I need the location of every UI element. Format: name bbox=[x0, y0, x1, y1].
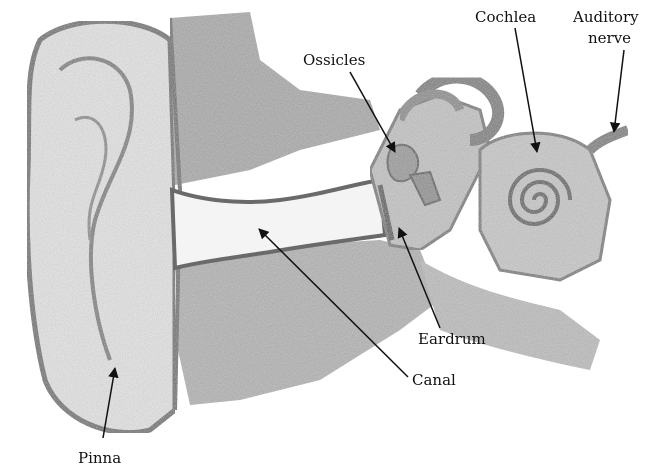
middle-ear bbox=[370, 95, 490, 250]
pinna-shape bbox=[27, 21, 175, 432]
label-cochlea: Cochlea bbox=[475, 8, 536, 26]
label-auditory-nerve-2: nerve bbox=[588, 29, 631, 47]
label-ossicles: Ossicles bbox=[303, 51, 365, 69]
label-auditory-nerve-1: Auditory bbox=[572, 8, 639, 26]
label-pinna: Pinna bbox=[78, 449, 121, 467]
label-canal: Canal bbox=[412, 371, 456, 389]
arrow-auditory-nerve bbox=[614, 50, 624, 132]
label-eardrum: Eardrum bbox=[418, 330, 486, 348]
